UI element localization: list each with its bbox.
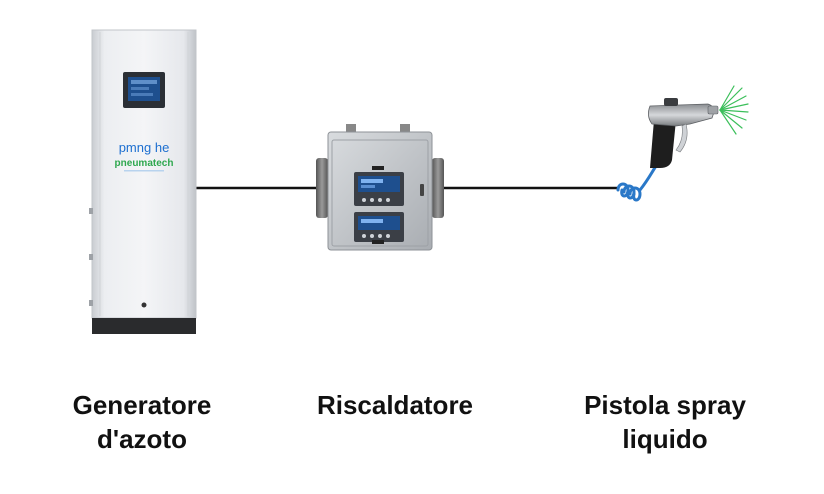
spray-gun-handle (650, 120, 676, 168)
caption-heater: Riscaldatore (280, 388, 510, 422)
heater-controller-bottom (354, 212, 404, 242)
spray-gun (616, 85, 749, 202)
caption-generator: Generatore d'azoto (32, 388, 252, 456)
caption-spray-gun-line2: liquido (622, 424, 708, 454)
caption-spray-gun: Pistola spray liquido (545, 388, 785, 456)
caption-generator-line1: Generatore (72, 390, 212, 420)
generator-button-icon (141, 302, 147, 308)
nitrogen-generator: pmng he pneumatech (89, 29, 197, 334)
heater-unit (316, 124, 444, 251)
heater-controller-top (354, 172, 404, 206)
spray-gun-body (648, 103, 715, 127)
generator-display (123, 72, 165, 108)
caption-spray-gun-line1: Pistola spray (584, 390, 746, 420)
hose-coil-icon (616, 164, 658, 202)
generator-brand-title: pmng he (119, 140, 170, 155)
caption-generator-line2: d'azoto (97, 424, 187, 454)
spray-mist-icon (719, 85, 749, 135)
generator-base (92, 318, 196, 334)
caption-heater-line1: Riscaldatore (316, 390, 474, 420)
generator-brand-subtitle: pneumatech (115, 158, 174, 169)
